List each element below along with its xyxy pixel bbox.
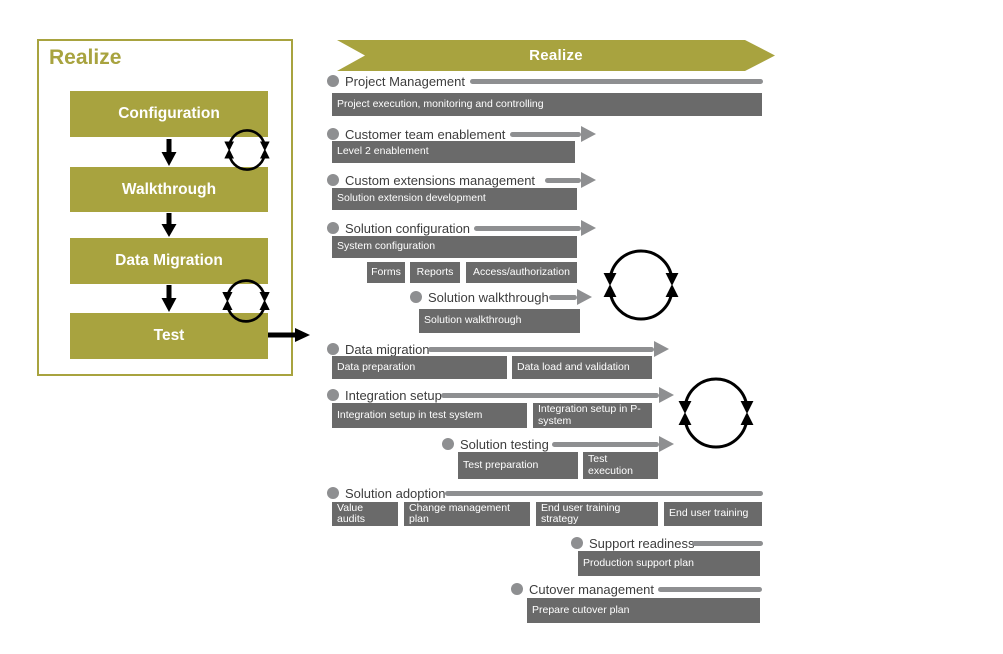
deliverable-bar: Solution extension development: [332, 188, 577, 210]
arrowhead-icon: [581, 126, 596, 142]
deliverable-bar: Integration setup in P-system: [533, 403, 652, 428]
phase-banner-label: Realize: [529, 47, 583, 64]
cycle-arrows-icon: [603, 249, 679, 321]
bullet-dot-icon: [511, 583, 523, 595]
section-label: Solution adoption: [345, 485, 446, 501]
step-box-walkthrough: Walkthrough: [70, 167, 268, 212]
deliverable-bar: Solution walkthrough: [419, 309, 580, 333]
timeline-arrow: [552, 436, 674, 452]
section-label: Custom extensions management: [345, 172, 536, 188]
bullet-dot-icon: [327, 75, 339, 87]
deliverable-bar: System configuration: [332, 236, 577, 258]
section-heading-solution-configuration: Solution configuration: [327, 220, 470, 236]
section-heading-custom-extensions-management: Custom extensions management: [327, 172, 535, 188]
section-label: Data migration: [345, 341, 430, 357]
section-heading-solution-testing: Solution testing: [442, 436, 549, 452]
panel-title: Realize: [49, 46, 122, 69]
section-heading-solution-walkthrough: Solution walkthrough: [410, 289, 549, 305]
deliverable-bar: Test execution: [583, 452, 658, 479]
arrowhead-icon: [581, 220, 596, 236]
timeline-arrow: [474, 220, 596, 236]
section-heading-integration-setup: Integration setup: [327, 387, 442, 403]
section-heading-support-readiness: Support readiness: [571, 535, 695, 551]
bullet-dot-icon: [571, 537, 583, 549]
step-box-test: Test: [70, 313, 268, 359]
bullet-dot-icon: [327, 128, 339, 140]
bullet-dot-icon: [327, 343, 339, 355]
cycle-arrows-icon: [222, 279, 270, 323]
deliverable-bar: Integration setup in test system: [332, 403, 527, 428]
cycle-arrows-icon: [678, 377, 754, 449]
arrowhead-icon: [659, 436, 674, 452]
deliverable-bar: Level 2 enablement: [332, 141, 575, 163]
timeline-arrow: [428, 341, 669, 357]
deliverable-bar: Production support plan: [578, 551, 760, 576]
bullet-dot-icon: [327, 389, 339, 401]
down-arrow-icon: [161, 285, 177, 312]
step-box-data-migration: Data Migration: [70, 238, 268, 284]
arrowhead-icon: [581, 172, 596, 188]
section-heading-project-management: Project Management: [327, 73, 465, 89]
section-heading-cutover-management: Cutover management: [511, 581, 654, 597]
timeline-arrow: [510, 126, 596, 142]
timeline-arrow: [441, 387, 674, 403]
bullet-dot-icon: [327, 174, 339, 186]
timeline-bar: [658, 586, 762, 592]
down-arrow-icon: [161, 139, 177, 166]
timeline-bar: [692, 540, 763, 546]
timeline-bar: [445, 490, 763, 496]
timeline-bar: [470, 78, 763, 84]
arrowhead-icon: [654, 341, 669, 357]
down-arrow-icon: [161, 213, 177, 237]
section-heading-data-migration: Data migration: [327, 341, 430, 357]
bullet-dot-icon: [410, 291, 422, 303]
deliverable-bar: Data preparation: [332, 356, 507, 379]
timeline-arrow: [549, 289, 592, 305]
deliverable-bar: Data load and validation: [512, 356, 652, 379]
step-box-configuration: Configuration: [70, 91, 268, 137]
section-label: Project Management: [345, 73, 465, 89]
bullet-dot-icon: [327, 487, 339, 499]
cycle-arrows-icon: [224, 129, 270, 171]
bullet-dot-icon: [442, 438, 454, 450]
deliverable-bar: Test preparation: [458, 452, 578, 479]
deliverable-bar: End user training strategy: [536, 502, 658, 526]
deliverable-bar: Change management plan: [404, 502, 530, 526]
section-heading-solution-adoption: Solution adoption: [327, 485, 445, 501]
deliverable-bar: Reports: [410, 262, 460, 283]
deliverable-bar: Value audits: [332, 502, 398, 526]
deliverable-bar: Forms: [367, 262, 405, 283]
phase-banner: Realize: [337, 40, 775, 71]
arrowhead-icon: [659, 387, 674, 403]
section-label: Support readiness: [589, 535, 695, 551]
deliverable-bar: End user training: [664, 502, 762, 526]
right-arrow-icon: [268, 328, 310, 342]
section-heading-customer-team-enablement: Customer team enablement: [327, 126, 505, 142]
section-label: Customer team enablement: [345, 126, 506, 142]
section-label: Solution configuration: [345, 220, 471, 236]
timeline-arrow: [545, 172, 596, 188]
deliverable-bar: Project execution, monitoring and contro…: [332, 93, 762, 116]
bullet-dot-icon: [327, 222, 339, 234]
deliverable-bar: Prepare cutover plan: [527, 598, 760, 623]
section-label: Solution walkthrough: [428, 289, 549, 305]
section-label: Solution testing: [460, 436, 549, 452]
arrowhead-icon: [577, 289, 592, 305]
deliverable-bar: Access/authorization: [466, 262, 577, 283]
section-label: Integration setup: [345, 387, 442, 403]
section-label: Cutover management: [529, 581, 655, 597]
